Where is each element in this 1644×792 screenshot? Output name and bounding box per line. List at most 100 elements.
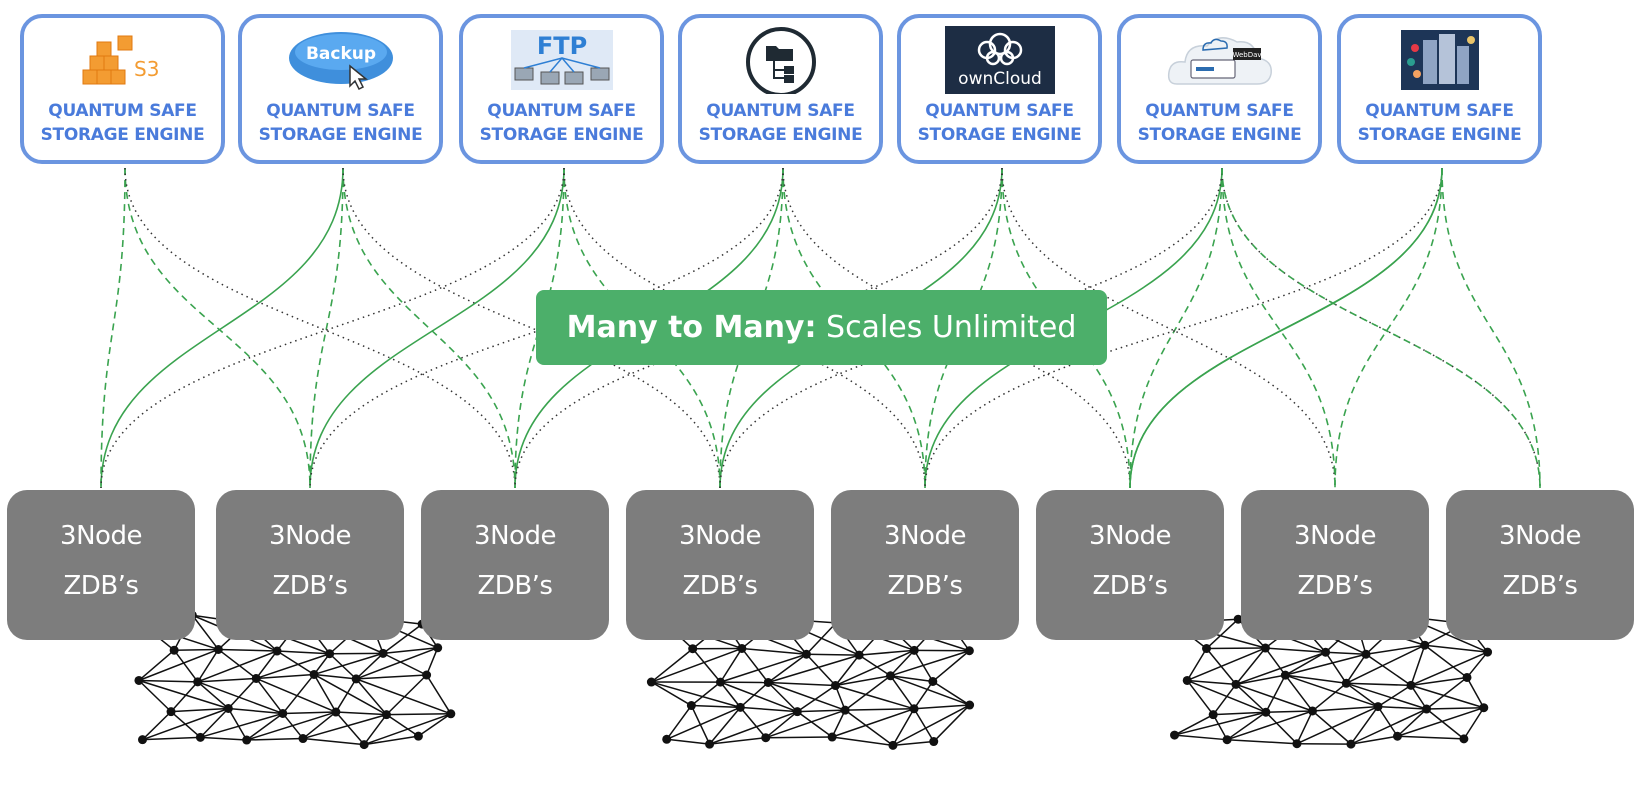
mesh-edge [1396,708,1428,737]
mesh-edge [1226,711,1267,741]
mesh-edge [197,649,219,683]
mesh-edge [386,714,419,737]
mesh-edge [382,623,423,654]
mesh-edge [1284,674,1314,712]
mesh-edge [1410,684,1485,709]
mesh-node [646,677,656,687]
mesh-edge [765,736,833,739]
mesh-edge [385,674,428,716]
mesh-edge [1212,714,1228,741]
mesh-edge [200,712,284,739]
mesh-node [801,649,811,659]
connection-line [1221,167,1541,489]
mesh-edge [1463,707,1485,740]
mesh-edge [1311,682,1347,712]
mesh-node [854,650,864,660]
mesh-node [242,735,252,745]
mesh-edge [796,684,836,713]
mesh-edge [356,674,427,680]
mesh-node [223,703,233,713]
mesh-edge [142,707,229,741]
mesh-edge [835,684,915,710]
mesh-edge [1377,705,1427,710]
mesh-node [888,740,898,750]
mesh-edge [255,678,284,714]
storage-engine-webdav: WebDav QUANTUM SAFE STORAGE ENGINE [1117,14,1322,164]
mesh-node [1182,675,1192,685]
mesh-edge [227,677,257,709]
mesh-edge [1426,676,1468,710]
mesh-edge [767,654,860,684]
mesh-edge [892,704,970,747]
mesh-edge [1284,651,1326,676]
mesh-edge [765,709,846,739]
mesh-node [381,710,391,720]
mesh-edge [1410,676,1468,687]
mesh-edge [1346,682,1427,710]
connection-line [124,167,516,489]
ftp-icon: FTP [510,30,613,90]
mesh-edge [138,679,198,683]
mesh-edge [1206,618,1239,650]
engine-label: QUANTUM SAFE STORAGE ENGINE [1137,101,1302,145]
connection-line [309,167,565,489]
mesh-node [662,734,672,744]
backup-icon: Backup [288,32,393,91]
mesh-node [715,677,725,687]
mesh-edge [890,675,933,683]
storage-engine-s3: S3 QUANTUM SAFE STORAGE ENGINE [20,14,225,164]
mesh-edge [1285,653,1367,676]
mesh-edge [313,652,384,676]
mesh-edge [831,709,846,738]
mesh-edge [709,736,766,745]
many-to-many-banner: Many to Many: Scales Unlimited [536,290,1107,365]
mesh-edge [666,705,692,740]
mesh-edge [425,647,439,676]
connection-line [342,167,516,489]
mesh-node [761,733,771,743]
mesh-edge [835,649,915,687]
mesh-node [737,643,747,653]
mesh-edge [767,681,798,713]
mesh-node [1483,647,1493,657]
mesh-edge [805,653,837,687]
mesh-edge [1410,651,1488,687]
mesh-edge [1265,710,1313,713]
zdb-node: 3Node ZDB’s [626,490,814,640]
mesh-edge [720,653,807,683]
mesh-edge [913,708,935,742]
mesh-edge [1424,644,1488,653]
mesh-edge [1397,735,1464,740]
mesh-edge [197,681,284,715]
mesh-edge [1466,651,1489,678]
mesh-edge [768,681,836,687]
mesh-edge [1206,647,1266,650]
engine-label: QUANTUM SAFE STORAGE ENGINE [1357,101,1522,145]
mesh-edge [1235,683,1267,713]
mesh-edge [805,622,837,655]
mesh-edge [1426,708,1465,740]
mesh-node [909,704,919,714]
mesh-edge [197,681,229,710]
mesh-edge [355,678,452,715]
mesh-edge [246,712,284,741]
mesh-edge [845,708,915,711]
mesh-node [422,670,432,680]
mesh-edge [302,737,365,746]
mesh-edge [227,708,248,741]
mesh-edge [335,711,387,716]
mesh-node [965,700,975,710]
connection-line [309,167,344,489]
mesh-edge [1365,644,1425,655]
svg-text:Backup: Backup [305,44,375,64]
mesh-edge [1377,684,1412,708]
mesh-edge [1235,674,1286,686]
engine-label: QUANTUM SAFE STORAGE ENGINE [917,101,1082,145]
mesh-edge [1345,653,1367,684]
mesh-edge [417,713,452,737]
mesh-edge [282,711,336,715]
connection-line [563,167,926,489]
mesh-node [331,707,341,717]
svg-text:FTP: FTP [536,32,586,60]
engine-label: QUANTUM SAFE STORAGE ENGINE [40,101,205,145]
